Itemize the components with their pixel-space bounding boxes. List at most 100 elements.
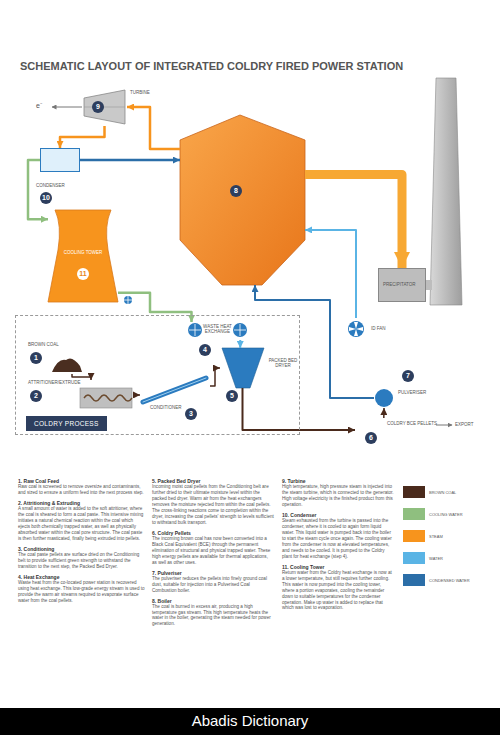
step-body: Waste heat from the co-located power sta… [18, 580, 146, 604]
flow-connector [239, 340, 241, 348]
callout-number: 4 [199, 344, 211, 356]
legend-swatch [403, 574, 425, 586]
flow-connector [72, 374, 91, 380]
legend-swatch [403, 552, 425, 564]
flow-connector [383, 408, 385, 418]
flow-connector [305, 175, 402, 269]
part-label: PACKED BED DRYER [268, 358, 298, 368]
flow-connector [118, 293, 192, 322]
part-label: CONDITIONER [150, 405, 182, 410]
legend-text: COOLING WATER [429, 512, 463, 517]
flow-connector [80, 159, 180, 162]
diagram-node: 8 [180, 115, 305, 285]
step-heading: 8. Boiler [152, 598, 274, 604]
callout-number: 5 [226, 390, 238, 402]
text-column: 9. TurbineHigh temperature, high pressur… [282, 474, 394, 611]
part-label: ID FAN [371, 326, 386, 331]
belt-edge [143, 378, 206, 402]
text-column: 1. Raw Coal FeedRaw coal is screened to … [18, 474, 146, 604]
diagram-title: SCHEMATIC LAYOUT OF INTEGRATED COLDRY FI… [20, 60, 403, 72]
step-heading: 11. Cooling Tower [282, 564, 394, 570]
step-body: A small amount of water is added to the … [18, 506, 146, 542]
step-heading: 6. Coldry Pellets [152, 530, 274, 536]
step-body: Raw coal is screened to remove oversize … [18, 484, 146, 496]
step-heading: 2. Attritioning & Extruding [18, 500, 146, 506]
step-heading: 4. Heat Exchange [18, 574, 146, 580]
flue-duct [426, 280, 432, 290]
diagram-node: CONDITIONER3 [140, 372, 210, 420]
callout-number: 9 [92, 101, 104, 113]
callout-number: 7 [402, 370, 414, 382]
diagram-node: COLDRY PROCESS BROWN COAL 1ATTRITIONER/EXT… [15, 315, 300, 435]
part-label: TURBINE [130, 90, 150, 95]
flow-connector [133, 394, 140, 396]
step-body: High temperature, high pressure steam is… [282, 484, 394, 508]
diagram-node: PACKED BED DRYER5 [220, 348, 265, 388]
callout-number: 3 [185, 408, 197, 420]
step-body: Incoming moist coal pellets from the Con… [152, 484, 274, 526]
step-body: The coal paste pellets are surface dried… [18, 552, 146, 570]
pulveriser-shape [375, 389, 393, 407]
step-heading: 7. Pulveriser [152, 570, 274, 576]
electricity-label: e⁻ [36, 102, 42, 110]
diagram-node: ID FAN [345, 318, 367, 340]
dryer-shape [222, 348, 264, 388]
part-label: CONDENSER [36, 183, 65, 188]
legend-swatch [403, 530, 425, 542]
conditioning-belt [143, 378, 206, 402]
flow-connector [305, 230, 356, 318]
callout-number: 2 [30, 390, 42, 402]
attritioner-machine [80, 388, 132, 408]
watermark: Abadis Dictionary [0, 712, 500, 729]
electricity-leader [52, 107, 82, 108]
callout-number: 10 [40, 192, 52, 204]
export-label: EXPORT [455, 422, 473, 427]
diagram-node: WASTE HEAT EXCHANGE4 [185, 322, 250, 340]
export-leader [436, 425, 452, 426]
part-label: COOLING TOWER [63, 250, 103, 255]
step-heading: 1. Raw Coal Feed [18, 478, 146, 484]
diagram-node: PRECIPITATOR [378, 268, 426, 302]
diagram-node: COOLING TOWER 11 [48, 210, 118, 302]
part-label: WASTE HEAT EXCHANGE [203, 324, 232, 334]
part-label: PRECIPITATOR [383, 282, 416, 287]
step-heading: 3. Conditioning [18, 546, 146, 552]
step-body: Return water from the Coldry heat exchan… [282, 570, 394, 612]
callout-number: 6 [365, 432, 377, 444]
process-band-label: COLDRY PROCESS [26, 416, 107, 431]
text-column: 5. Packed Bed DryerIncoming moist coal p… [152, 474, 274, 627]
diagram-node: TURBINE9 [82, 88, 127, 126]
diagram-node: BROWN COAL 1 [28, 342, 83, 374]
step-body: Steam exhausted from the turbine is pass… [282, 518, 394, 560]
boiler-shape [180, 115, 305, 285]
chimney [430, 78, 462, 305]
coal-pile [52, 358, 82, 372]
callout-number: 11 [77, 268, 89, 280]
extruder-screw [84, 395, 132, 401]
diagram-node: CONDENSER10 [40, 148, 80, 172]
diagram-node: ATTRITIONER/EXTRUDE 2 [28, 380, 133, 410]
legend-swatch [403, 486, 425, 498]
fan-icon [348, 321, 364, 337]
step-body: The coal is burned in excess air, produc… [152, 604, 274, 628]
part-label: ATTRITIONER/EXTRUDE [28, 380, 80, 385]
callout-number: 1 [30, 352, 42, 364]
legend-swatch [403, 508, 425, 520]
turbine-shaft [84, 107, 125, 108]
part-label: COLDRY BCE PELLETS [387, 421, 437, 426]
step-body: The pulveriser reduces the pellets into … [152, 576, 274, 594]
legend-text: CONDENSED WATER [429, 578, 470, 583]
step-heading: 9. Turbine [282, 478, 394, 484]
pump-icon [124, 296, 132, 304]
legend-text: STEAM [429, 534, 443, 539]
step-body: The incoming brown coal has now been con… [152, 536, 274, 566]
part-label: BROWN COAL [28, 342, 59, 347]
step-heading: 5. Packed Bed Dryer [152, 478, 274, 484]
callout-number: 8 [230, 185, 242, 197]
part-label: PULVERISER [398, 390, 426, 395]
turbine-shape [84, 90, 125, 124]
flow-connector [243, 388, 356, 430]
flow-connector [60, 126, 105, 148]
